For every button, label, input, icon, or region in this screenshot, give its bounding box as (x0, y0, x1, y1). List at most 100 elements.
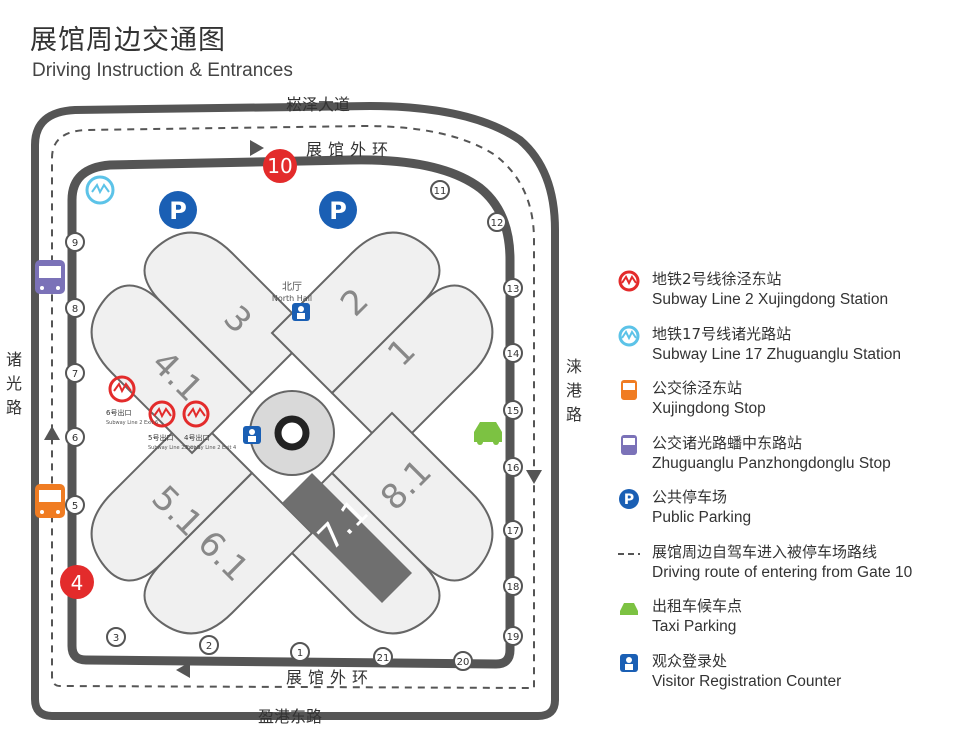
entrance-marker (487, 212, 507, 232)
road-south-label: 盈港东路 (258, 707, 322, 726)
entrance-number: 6 (72, 433, 78, 444)
ring-road-label-bottom: 展馆外环 (286, 668, 374, 687)
entrance-number: 14 (507, 349, 520, 360)
entrance-number: 16 (507, 463, 520, 474)
entrance-marker (503, 457, 523, 477)
road-char: 路 (6, 398, 22, 417)
taxi-icon (474, 422, 502, 445)
entrance-number: 2 (206, 641, 212, 652)
metro-line2-icon (148, 400, 176, 428)
bus-orange-icon (35, 484, 65, 518)
svg-text:4: 4 (71, 571, 84, 595)
legend-item: 公交徐泾东站 Xujingdong Stop (612, 377, 952, 427)
entrance-number: 5 (72, 501, 78, 512)
legend-label-zh: 公交徐泾东站 (652, 379, 743, 397)
north-hall-label: 北厅 (282, 281, 302, 293)
exit-5-label-en: Subway Line 2 Exit 5 (148, 445, 200, 451)
metro-line17-icon (618, 325, 640, 347)
driving-route-dashed (51, 124, 535, 690)
legend-label-en: Zhuguanglu Panzhongdonglu Stop (652, 454, 891, 472)
entrance-number: 12 (491, 218, 504, 229)
legend-label-zh: 公共停车场 (652, 488, 728, 506)
metro-line2-icon (618, 270, 640, 292)
entrance-marker (503, 343, 523, 363)
road-north-label: 崧泽大道 (286, 95, 350, 114)
page-subtitle: Driving Instruction & Entrances (32, 60, 293, 81)
entrance-number: 20 (457, 657, 470, 668)
entrance-marker (503, 278, 523, 298)
legend-item: 地铁17号线诸光路站 Subway Line 17 Zhuguanglu Stat… (612, 323, 952, 373)
entrance-number: 9 (72, 238, 78, 249)
metro-line2-icon (182, 400, 210, 428)
venue-halls (90, 231, 494, 635)
exit-6-label-en: Subway Line 2 Exit 6 (106, 420, 158, 426)
legend-label-zh: 公交诸光路蟠中东路站 (652, 433, 803, 452)
road-char: 港 (566, 381, 582, 400)
entrance-number: 3 (113, 633, 119, 644)
legend-label-zh: 观众登录处 (652, 651, 728, 670)
bus-purple-icon (618, 434, 640, 456)
registration-icon (243, 426, 261, 444)
svg-text:10: 10 (267, 154, 292, 178)
entrance-marker (503, 626, 523, 646)
legend-label-en: Driving route of entering from Gate 10 (652, 563, 913, 581)
legend-item: 地铁2号线徐泾东站 Subway Line 2 Xujingdong Statio… (612, 268, 952, 318)
road-char: 光 (6, 374, 22, 393)
bus-purple-icon (35, 260, 65, 294)
gate-10-marker: 10 (263, 149, 297, 183)
route-arrow-bottom (176, 662, 190, 678)
road-char: 涞 (566, 357, 582, 376)
entrance-marker (503, 400, 523, 420)
entrance-marker (453, 651, 473, 671)
legend-label-zh: 地铁2号线徐泾东站 (652, 270, 782, 288)
entrance-marker (373, 647, 393, 667)
entrance-number: 21 (377, 653, 390, 664)
road-east-label: 涞港路 (566, 357, 582, 424)
legend-label-en: Subway Line 2 Xujingdong Station (652, 291, 889, 308)
entrance-marker (65, 232, 85, 252)
taxi-icon (618, 597, 640, 619)
parking-icon: P (618, 488, 640, 510)
entrance-number: 13 (507, 284, 520, 295)
legend-label-zh: 地铁17号线诸光路站 (652, 324, 792, 343)
legend-label-en: Visitor Registration Counter (652, 672, 842, 690)
route-arrow-west (44, 426, 60, 440)
parking-icon: P (319, 191, 357, 229)
registration-icon (292, 303, 310, 321)
entrance-marker (430, 180, 450, 200)
entrance-number: 11 (434, 186, 447, 197)
entrance-marker (65, 363, 85, 383)
entrance-number: 17 (507, 526, 520, 537)
bus-orange-icon (618, 379, 640, 401)
dashed-route-icon (618, 543, 640, 565)
exit-5-label: 5号出口 (148, 433, 173, 442)
road-west-label: 诸光路 (6, 350, 22, 417)
legend-item: P 公共停车场 Public Parking (612, 486, 952, 536)
entrance-marker (65, 427, 85, 447)
outer-ring-road (31, 101, 559, 720)
entrance-marker (503, 576, 523, 596)
legend-item: 公交诸光路蟠中东路站 Zhuguanglu Panzhongdonglu Stop (612, 432, 952, 482)
legend-label-en: Xujingdong Stop (652, 400, 766, 417)
route-arrow-top (250, 140, 264, 156)
north-hall-label-en: North Hall (272, 294, 312, 303)
legend-label-en: Subway Line 17 Zhuguanglu Station (652, 345, 902, 363)
entrance-number: 7 (72, 369, 78, 380)
legend-label-zh: 出租车候车点 (652, 597, 743, 615)
legend-label-en: Public Parking (652, 509, 752, 526)
road-char: 诸 (6, 350, 22, 369)
road-char: 路 (566, 405, 582, 424)
entrance-marker (290, 642, 310, 662)
entrance-number: 1 (297, 648, 303, 659)
ring-road-label-top: 展馆外环 (306, 140, 394, 159)
inner-ring-road (67, 155, 515, 669)
svg-text:P: P (624, 492, 634, 508)
entrance-marker (106, 627, 126, 647)
page-title: 展馆周边交通图 (30, 25, 226, 56)
exit-4-label: 4号出口 (184, 433, 209, 442)
parking-icon: P (159, 191, 197, 229)
